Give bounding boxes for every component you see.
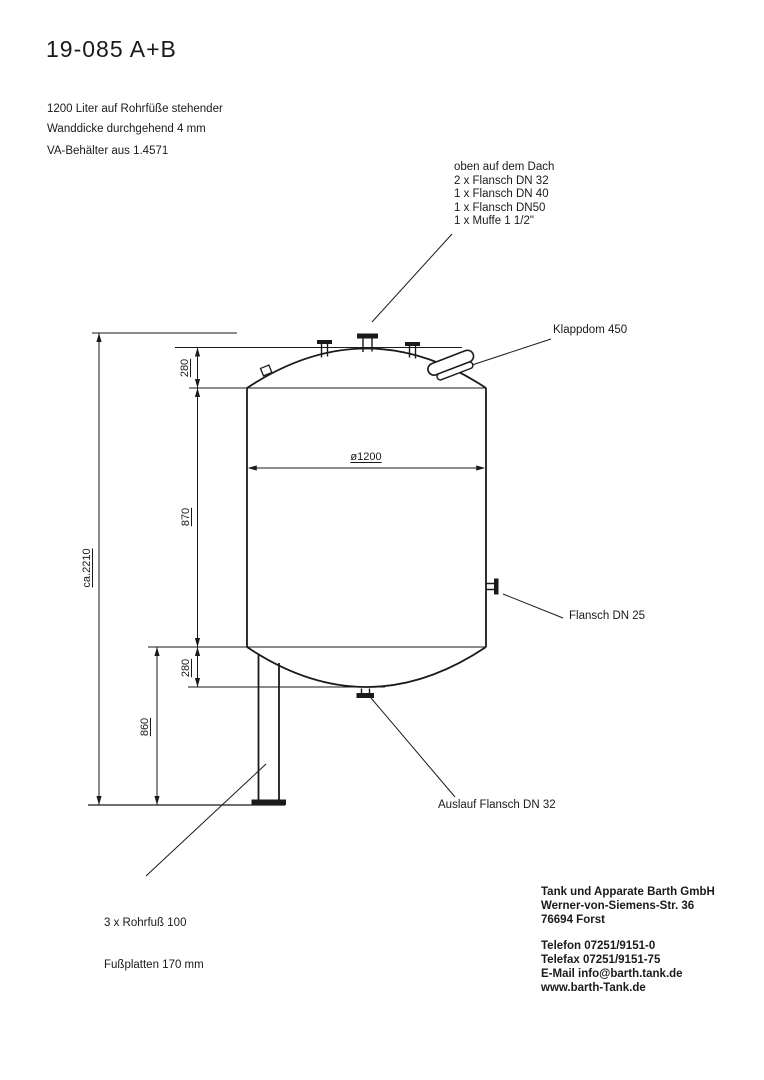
bottom-dished-head (246, 646, 487, 688)
description-line-1: 1200 Liter auf Rohrfüße stehender (47, 103, 223, 115)
nozzle-neck (362, 338, 373, 352)
dim-legs: 860 (139, 717, 151, 737)
arrow-down (96, 796, 102, 805)
tangent-lines (247, 387, 486, 648)
tank-shell (246, 347, 487, 688)
extension-lines (92, 332, 462, 688)
nozzle-neck (486, 582, 495, 591)
arrow-down (194, 678, 201, 687)
roof-note-line-1: oben auf dem Dach (454, 161, 555, 173)
dim-overall: ca.2210 (81, 548, 93, 588)
roof-note-line-4: 1 x Flansch DN50 (454, 201, 546, 214)
leader-roof-note (371, 233, 453, 323)
roof-note-line-3: 1 x Flansch DN 40 (454, 188, 549, 201)
feet-label-line-2: Fußplatten 170 mm (104, 959, 204, 971)
nozzle-dn32-left (317, 340, 332, 358)
nozzle-flange (357, 333, 378, 339)
dim-diameter: ø1200 (350, 451, 382, 463)
dim-shell: 870 (179, 507, 192, 527)
nozzle-flange (494, 578, 499, 595)
feet-label: 3 x Rohrfuß 100 Fußplatten 170 mm (104, 888, 204, 1000)
arrow-up (194, 388, 201, 397)
muffe-stub (259, 364, 273, 377)
roof-note-line-2: 2 x Flansch DN 32 (454, 174, 549, 187)
wall-thickness-note: Wanddicke durchgehend 4 mm (47, 123, 206, 135)
side-nozzle-dn25 (486, 578, 499, 595)
arrow-up (194, 347, 201, 357)
foot-plate (251, 799, 286, 805)
company-email: E-Mail info@barth.tank.de (541, 968, 683, 980)
nozzle-flange (356, 693, 374, 698)
side-flange-label: Flansch DN 25 (569, 610, 646, 622)
dim-bottom-head: 280 (180, 658, 192, 678)
leader-lines (145, 233, 564, 877)
arrow-up (96, 333, 102, 342)
leader-outlet (370, 697, 456, 798)
outlet-label: Auslauf Flansch DN 32 (438, 799, 556, 811)
dimension-arrows (96, 333, 486, 805)
roof-nozzles (259, 333, 475, 381)
klappdom-label: Klappdom 450 (553, 324, 628, 336)
arrow-down (194, 638, 201, 647)
nozzle-neck (320, 344, 329, 358)
nozzle-flange (317, 340, 332, 344)
company-city: 76694 Forst (541, 914, 605, 926)
drawing-number: 19-085 A+B (46, 36, 177, 62)
arrow-left (247, 465, 257, 471)
klappdom-rim (436, 361, 474, 381)
leader-klappdom (471, 338, 552, 366)
dimension-lines (98, 333, 484, 805)
arrow-down (194, 379, 201, 388)
description-line-2: VA-Behälter aus 1.4571 (47, 145, 169, 157)
outlet-nozzle-dn32 (356, 688, 374, 698)
roof-nozzle-note: oben auf dem Dach 2 x Flansch DN 32 1 x … (454, 161, 554, 229)
arrow-up (194, 647, 201, 656)
company-name: Tank und Apparate Barth GmbH (541, 886, 715, 898)
klappdom-lid (427, 349, 475, 381)
arrow-right (476, 465, 486, 471)
arrow-up (154, 647, 160, 656)
arrow-down (154, 796, 160, 805)
nozzle-neck (360, 688, 371, 693)
nozzle-flange (405, 342, 420, 346)
dim-top-head: 280 (179, 358, 191, 378)
drawing-description: 1200 Liter auf Rohrfüße stehender VA-Beh… (47, 74, 223, 186)
company-phone: Telefon 07251/9151-0 (541, 940, 656, 952)
roof-note-line-5: 1 x Muffe 1 1/2" (454, 215, 534, 228)
company-web: www.barth-Tank.de (541, 982, 646, 994)
nozzle-dn50-center (357, 333, 378, 352)
leader-feet (145, 763, 267, 877)
company-block: Tank und Apparate Barth GmbH Werner-von-… (541, 885, 715, 995)
feet-label-line-1: 3 x Rohrfuß 100 (104, 917, 187, 929)
leader-side-flange (502, 593, 564, 619)
company-street: Werner-von-Siemens-Str. 36 (541, 900, 695, 912)
pipe-leg (251, 654, 286, 805)
company-fax: Telefax 07251/9151-75 (541, 954, 661, 966)
